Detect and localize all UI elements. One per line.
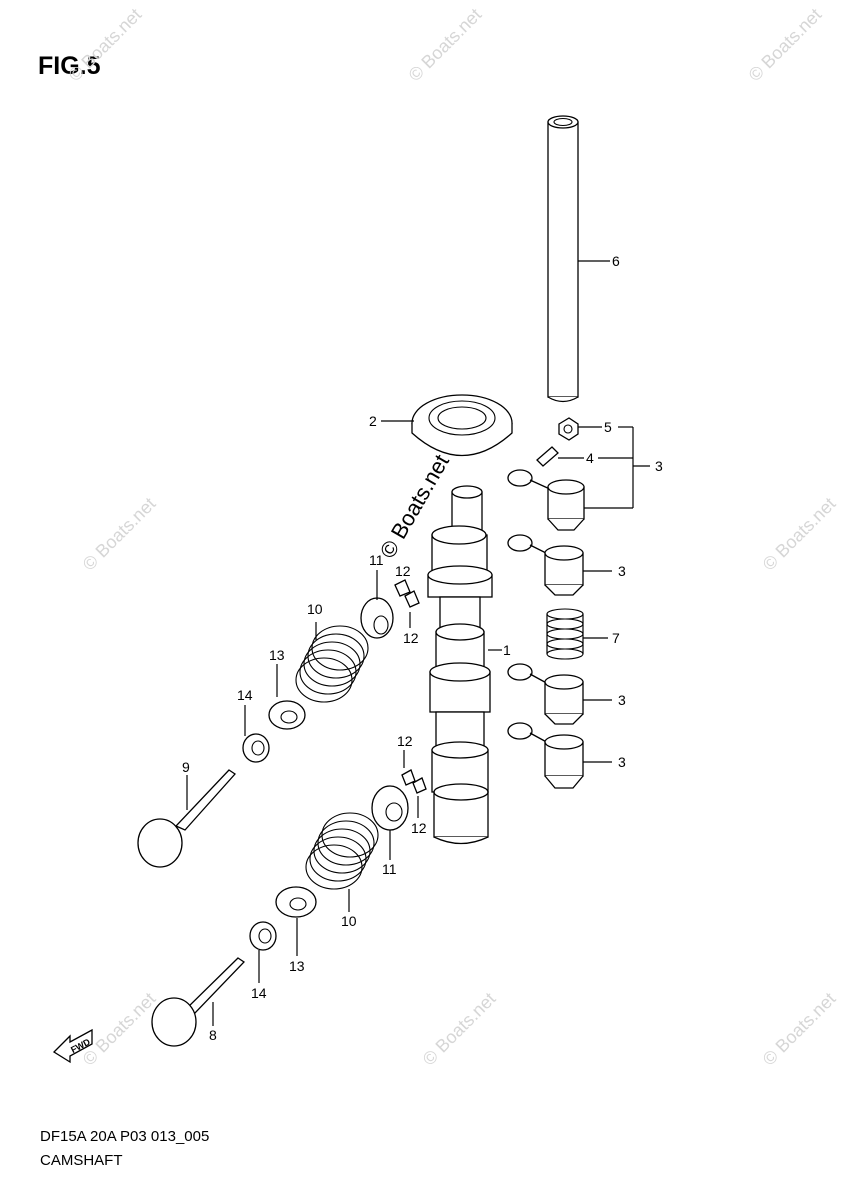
part-6-rod xyxy=(547,115,610,403)
callout-9: 9 xyxy=(182,759,190,775)
callout-10: 10 xyxy=(341,913,357,929)
callout-12: 12 xyxy=(403,630,419,646)
callout-3: 3 xyxy=(618,754,626,770)
part-1-camshaft xyxy=(427,485,502,845)
callout-labels: 1 2 3 3 3 3 4 5 6 7 8 9 10 10 11 11 12 1… xyxy=(182,253,663,1043)
part-4-adjust-screw xyxy=(536,446,584,467)
part-11-spring-retainer xyxy=(360,570,394,639)
callout-11: 11 xyxy=(382,861,397,877)
part-10-valve-spring xyxy=(295,622,369,703)
callout-8: 8 xyxy=(209,1027,217,1043)
watermark: © Boats.net xyxy=(79,989,160,1070)
watermark: © Boats.net xyxy=(79,494,160,575)
watermark: © Boats.net xyxy=(405,4,486,85)
callout-6: 6 xyxy=(612,253,620,269)
part-12-cotter xyxy=(394,579,420,628)
part-13-washer xyxy=(268,664,306,730)
callout-10: 10 xyxy=(307,601,323,617)
figure-title: FIG.5 xyxy=(38,52,101,80)
watermark: © Boats.net xyxy=(65,4,146,85)
callout-13: 13 xyxy=(269,647,285,663)
part-11-spring-retainer xyxy=(371,785,409,860)
part-9-valve xyxy=(137,769,236,868)
callout-3: 3 xyxy=(618,563,626,579)
part-2-oil-seal xyxy=(381,394,513,457)
watermark: © Boats.net xyxy=(759,494,840,575)
part-5-nut xyxy=(558,417,602,441)
callout-14: 14 xyxy=(251,985,267,1001)
part-13-washer xyxy=(275,886,317,956)
callout-3: 3 xyxy=(655,458,663,474)
callout-12: 12 xyxy=(395,563,411,579)
part-8-valve xyxy=(151,957,246,1047)
part-14-valve-seal xyxy=(242,705,270,763)
bracket-3 xyxy=(582,426,650,509)
callout-14: 14 xyxy=(237,687,253,703)
model-code: DF15A 20A P03 013_005 xyxy=(40,1128,210,1145)
part-3-rocker-arm xyxy=(507,534,612,596)
callout-5: 5 xyxy=(604,419,612,435)
part-10-valve-spring xyxy=(305,812,379,912)
callout-12: 12 xyxy=(411,820,427,836)
callout-7: 7 xyxy=(612,630,620,646)
part-12-cotter xyxy=(401,750,427,818)
callout-11: 11 xyxy=(369,552,384,568)
watermark: © Boats.net xyxy=(745,4,826,85)
callout-1: 1 xyxy=(503,642,511,658)
callout-4: 4 xyxy=(586,450,594,466)
part-3-rocker-arm xyxy=(507,469,585,531)
part-7-spring xyxy=(546,608,608,660)
section-name: CAMSHAFT xyxy=(40,1152,123,1169)
callout-2: 2 xyxy=(369,413,377,429)
part-14-valve-seal xyxy=(249,921,277,983)
watermark: © Boats.net xyxy=(759,989,840,1070)
callout-12: 12 xyxy=(397,733,413,749)
part-3-rocker-arm xyxy=(507,722,612,789)
callout-13: 13 xyxy=(289,958,305,974)
callout-3: 3 xyxy=(618,692,626,708)
part-3-rocker-arm xyxy=(507,663,612,725)
watermark: © Boats.net xyxy=(419,989,500,1070)
